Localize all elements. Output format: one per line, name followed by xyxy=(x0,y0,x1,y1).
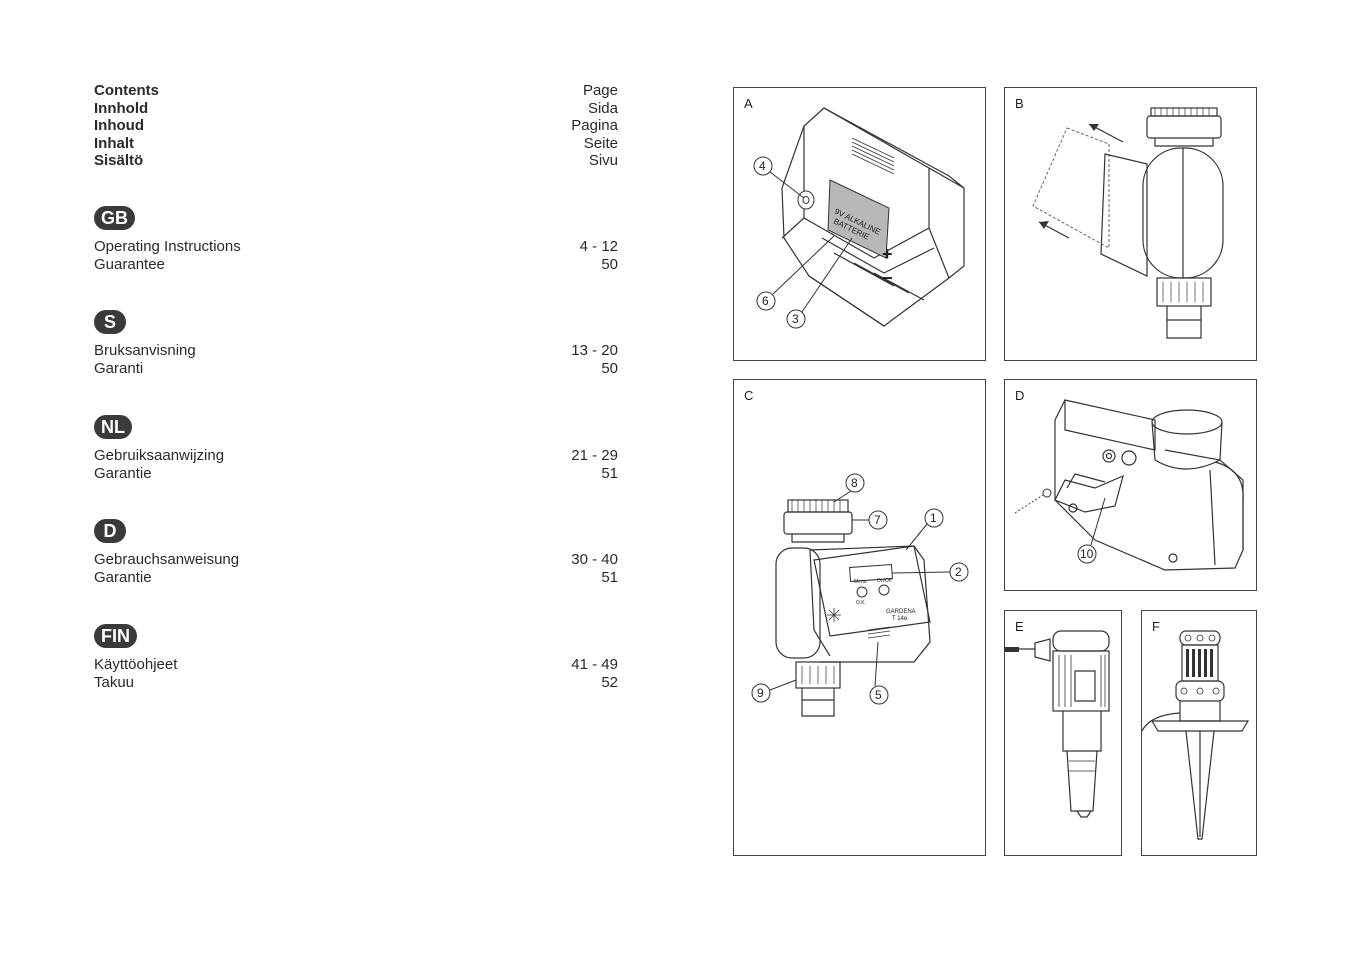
figure-b-panel: B xyxy=(1004,87,1257,361)
callout-6: 6 xyxy=(762,294,769,308)
figure-e-panel: E xyxy=(1004,610,1122,856)
figure-label: C xyxy=(744,388,754,403)
callout-7: 7 xyxy=(874,513,881,527)
menu-button-label: Menu xyxy=(854,579,867,585)
onoff-button-label: On/Off xyxy=(877,578,892,584)
figure-a-panel: A 9V ALKALINE BATTERIE + − xyxy=(733,87,986,361)
minus-terminal-mark: − xyxy=(882,268,893,288)
wall-mount-illustration: 10 xyxy=(1014,399,1244,571)
ground-stake-illustration xyxy=(1142,630,1250,840)
cover-removal-illustration xyxy=(1032,107,1224,339)
ok-button-label: O.K. xyxy=(856,600,866,606)
callout-2: 2 xyxy=(955,565,962,579)
figure-d-panel: D 10 xyxy=(1004,379,1257,591)
language-badge-gb: GB xyxy=(94,206,135,230)
figure-label: B xyxy=(1015,96,1024,111)
battery-compartment-illustration: 9V ALKALINE BATTERIE + − 4 6 3 xyxy=(753,107,965,329)
brand-label: GARDENA xyxy=(886,609,916,615)
figure-label: E xyxy=(1015,619,1024,634)
callout-5: 5 xyxy=(875,688,882,702)
model-label: T 14e xyxy=(892,616,908,622)
language-badge-nl: NL xyxy=(94,415,132,439)
sun-icon xyxy=(827,608,841,622)
language-badge-s: S xyxy=(94,310,126,334)
figure-f-panel: F xyxy=(1141,610,1257,856)
language-badge-fin: FIN xyxy=(94,624,137,648)
callout-8: 8 xyxy=(851,476,858,490)
plus-terminal-mark: + xyxy=(882,244,893,264)
callout-3: 3 xyxy=(792,312,799,326)
figure-c-panel: C Menu On/Off O.K. GARDENA T 1 xyxy=(733,379,986,856)
callout-1: 1 xyxy=(930,511,937,525)
soil-sensor-illustration xyxy=(1005,630,1110,818)
water-timer-illustration: Menu On/Off O.K. GARDENA T 14e 8 7 1 2 9… xyxy=(751,473,969,717)
language-badge-d: D xyxy=(94,519,126,543)
figure-label: A xyxy=(744,96,753,111)
callout-10: 10 xyxy=(1080,547,1094,561)
figure-label: D xyxy=(1015,388,1025,403)
callout-9: 9 xyxy=(757,686,764,700)
figure-label: F xyxy=(1152,619,1160,634)
callout-4: 4 xyxy=(759,159,766,173)
